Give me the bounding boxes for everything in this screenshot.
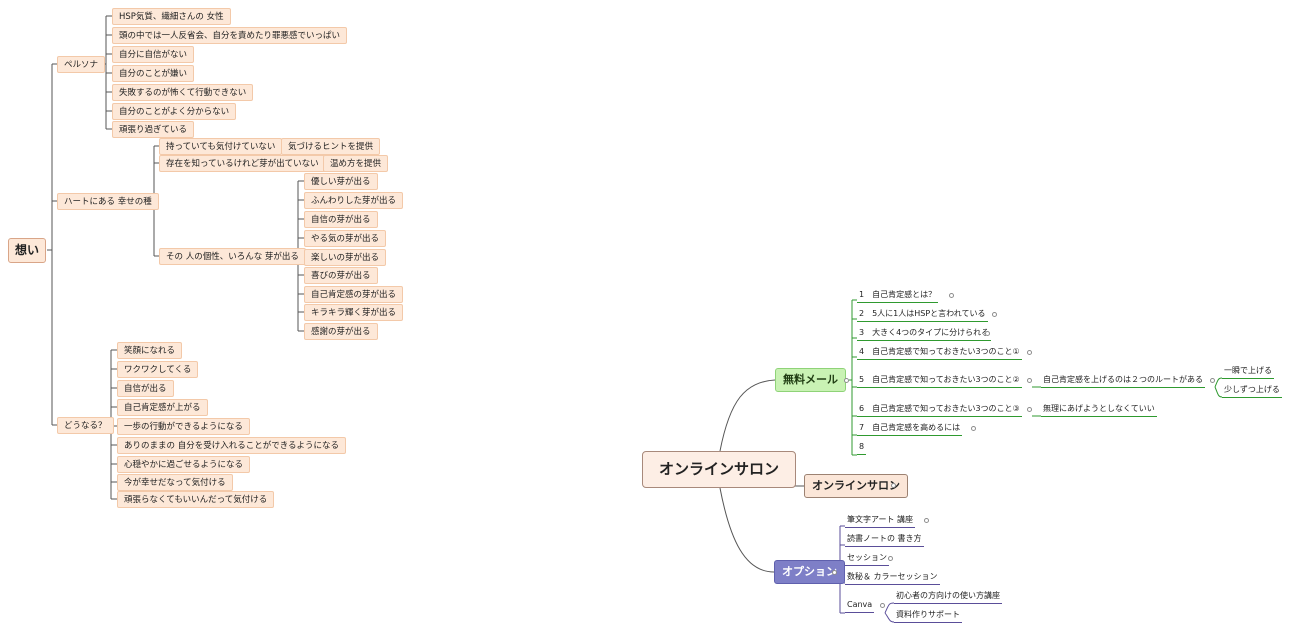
seed-sub-individuality[interactable]: その 人の個性、いろんな 芽が出る (159, 248, 306, 265)
seed-sub-not-sprouted-child[interactable]: 温め方を提供 (323, 155, 389, 172)
route-fast[interactable]: 一瞬で上げる (1222, 364, 1274, 379)
outcome-item[interactable]: 自己肯定感が上がる (117, 399, 208, 416)
outcome-item[interactable]: 一歩の行動ができるようになる (117, 418, 250, 435)
persona-item[interactable]: 自分に自信がない (112, 46, 195, 63)
seed-sub-not-sprouted[interactable]: 存在を知っているけれど芽が出ていない (159, 155, 326, 172)
free-mail-child-connector (1032, 386, 1041, 417)
sprout-item[interactable]: 感謝の芽が出る (304, 323, 378, 340)
free-mail-item6-child[interactable]: 無理にあげようとしなくていい (1041, 402, 1157, 417)
sprout-item[interactable]: キラキラ輝く芽が出る (304, 304, 404, 321)
sprout-item[interactable]: 自己肯定感の芽が出る (304, 286, 404, 303)
collapse-icon[interactable] (888, 556, 893, 561)
collapse-icon[interactable] (880, 603, 885, 608)
free-mail-item[interactable]: 4 自己肯定感で知っておきたい3つのこと① (857, 345, 1022, 360)
branch-outcome[interactable]: どうなる？ (57, 417, 114, 434)
root-topic-omoi[interactable]: 想い (8, 238, 47, 263)
outcome-item[interactable]: 自信が出る (117, 380, 174, 397)
canva-connector (884, 602, 895, 623)
route-slow[interactable]: 少しずつ上げる (1222, 383, 1282, 398)
branch-persona[interactable]: ペルソナ (57, 56, 106, 73)
collapse-icon[interactable] (832, 570, 837, 575)
sprout-item[interactable]: 楽しいの芽が出る (304, 249, 387, 266)
center-to-option (719, 487, 775, 573)
sprout-item[interactable]: 自信の芽が出る (304, 211, 378, 228)
sprout-item[interactable]: ふんわりした芽が出る (304, 192, 404, 209)
outcome-item[interactable]: 笑顔になれる (117, 342, 183, 359)
free-mail-item[interactable]: 5 自己肯定感で知っておきたい3つのこと② (857, 373, 1022, 388)
canva-child[interactable]: 資料作りサポート (894, 608, 962, 623)
option-item-canva[interactable]: Canva (845, 598, 875, 613)
collapse-icon[interactable] (844, 378, 849, 383)
route-connector (1214, 377, 1223, 398)
collapse-icon[interactable] (1027, 378, 1032, 383)
free-mail-item[interactable]: 8 (857, 440, 867, 455)
persona-item[interactable]: 自分のことが嫌い (112, 65, 195, 82)
persona-item[interactable]: 失敗するのが怖くて行動できない (112, 84, 254, 101)
persona-item[interactable]: 頭の中では一人反省会、自分を責めたり罪悪感でいっぱい (112, 27, 348, 44)
option-item[interactable]: 数秘＆ カラーセッション (845, 570, 940, 585)
canva-child[interactable]: 初心者の方向けの使い方講座 (894, 589, 1002, 604)
free-mail-item[interactable]: 3 大きく4つのタイプに分けられる (857, 326, 992, 341)
option-item[interactable]: セッション (845, 551, 889, 566)
persona-item[interactable]: 自分のことがよく分からない (112, 103, 237, 120)
collapse-icon[interactable] (992, 312, 997, 317)
sprout-item[interactable]: 喜びの芽が出る (304, 267, 378, 284)
root-connector (47, 63, 57, 426)
free-mail-connector (849, 299, 857, 456)
collapse-icon[interactable] (985, 331, 990, 336)
seed-sub-unnoticed[interactable]: 持っていても気付けていない (159, 138, 283, 155)
collapse-icon[interactable] (1210, 378, 1215, 383)
outcome-item[interactable]: 頑張らなくてもいいんだって気付ける (117, 491, 275, 508)
free-mail-item[interactable]: 7 自己肯定感を高めるには (857, 421, 963, 436)
free-mail-item[interactable]: 6 自己肯定感で知っておきたい3つのこと③ (857, 402, 1022, 417)
sprout-item[interactable]: 優しい芽が出る (304, 173, 378, 190)
branch-online-salon[interactable]: オンラインサロン (804, 474, 908, 498)
branch-happiness-seed[interactable]: ハートにある 幸せの種 (57, 193, 159, 210)
collapse-icon[interactable] (1027, 407, 1032, 412)
sprout-item[interactable]: やる気の芽が出る (304, 230, 387, 247)
branch-free-mail[interactable]: 無料メール (775, 368, 846, 392)
seed-sub-unnoticed-child[interactable]: 気づけるヒントを提供 (281, 138, 381, 155)
free-mail-item5-child[interactable]: 自己肯定感を上げるのは２つのルートがある (1041, 373, 1205, 388)
persona-item[interactable]: 頑張り過ぎている (112, 121, 195, 138)
outcome-item[interactable]: ありのままの 自分を受け入れることができるようになる (117, 437, 347, 454)
collapse-icon[interactable] (924, 518, 929, 523)
collapse-icon[interactable] (1027, 350, 1032, 355)
option-item[interactable]: 読書ノートの 書き方 (845, 532, 924, 547)
free-mail-item[interactable]: 1 自己肯定感とは？ (857, 288, 939, 303)
outcome-item[interactable]: ワクワクしてくる (117, 361, 199, 378)
collapse-icon[interactable] (891, 483, 896, 488)
option-item[interactable]: 筆文字アート 講座 (845, 513, 916, 528)
collapse-icon[interactable] (949, 293, 954, 298)
collapse-icon[interactable] (971, 426, 976, 431)
free-mail-item[interactable]: 2 5人に1人はHSPと言われている (857, 307, 988, 322)
outcome-item[interactable]: 今が幸せだなって気付ける (117, 474, 233, 491)
center-to-free-mail (719, 379, 776, 452)
outcome-item[interactable]: 心穏やかに過ごせるようになる (117, 456, 251, 473)
persona-item[interactable]: HSP気質、繊細さんの 女性 (112, 8, 231, 25)
central-topic-online-salon[interactable]: オンラインサロン (642, 451, 797, 488)
